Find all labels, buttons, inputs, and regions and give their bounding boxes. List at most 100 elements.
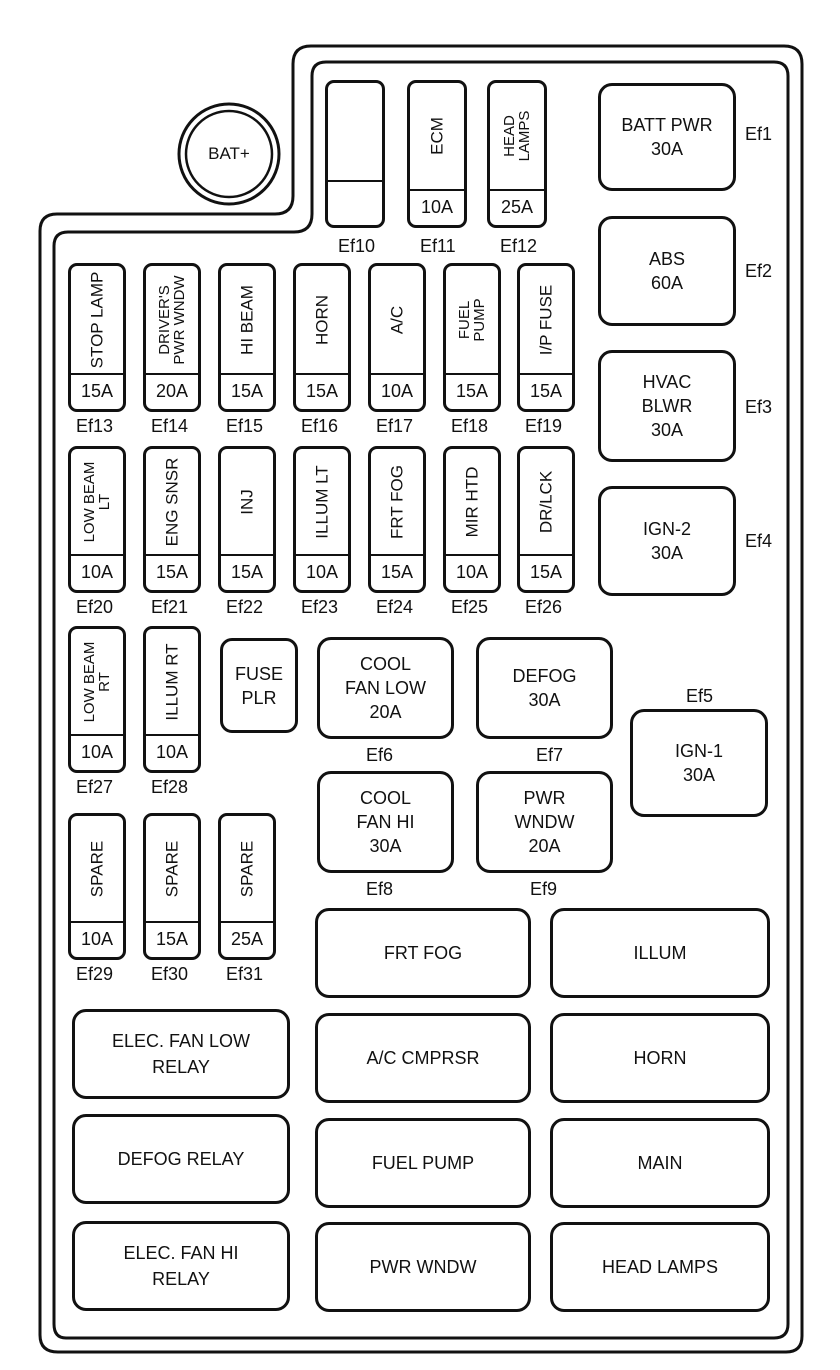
fuse-ef25[interactable]: MIR HTD 10A (443, 446, 501, 593)
fuse-name-line: I/P FUSE (536, 284, 556, 355)
fuse-amperage: 15A (146, 554, 198, 590)
fuse-amperage: 15A (146, 921, 198, 957)
fuse-id-label: Ef28 (151, 777, 189, 797)
relay-fuel-pump[interactable]: FUEL PUMP (315, 1118, 531, 1208)
fuse-amperage: 15A (520, 554, 572, 590)
fuse-name-line: ILLUM LT (312, 464, 332, 539)
fuse-ef19[interactable]: I/P FUSE 15A (517, 263, 575, 412)
fuse-amperage: 10A (446, 554, 498, 590)
fuse-name: MIR HTD (463, 466, 482, 537)
fuse-puller-line: PLR (241, 687, 277, 708)
fuse-name-line: SPARE (87, 840, 107, 897)
maxi-fuse-line: PWR (523, 788, 566, 808)
maxi-fuse-line: IGN-2 (642, 519, 691, 539)
fuse-id-label: Ef16 (301, 416, 339, 436)
fuse-id-label: Ef27 (76, 777, 114, 797)
fuse-name-area: ECM (410, 83, 464, 189)
maxi-fuse-ef4[interactable]: IGN-2 30A (598, 486, 736, 596)
maxi-fuse-text: BATT PWR 30A (621, 113, 712, 161)
maxi-fuse-ef1[interactable]: BATT PWR 30A (598, 83, 736, 191)
fuse-name-area: ENG SNSR (146, 449, 198, 554)
fuse-ef10[interactable] (325, 80, 385, 228)
relay-text: FUEL PUMP (372, 1150, 474, 1176)
maxi-fuse-line: 30A (682, 765, 715, 785)
relay-illum[interactable]: ILLUM (550, 908, 770, 998)
maxi-fuse-line: 30A (650, 543, 683, 563)
relay-main[interactable]: MAIN (550, 1118, 770, 1208)
fuse-name: SPARE (238, 840, 257, 896)
relay-line: ELEC. FAN LOW (111, 1031, 251, 1051)
relay-text: HEAD LAMPS (602, 1254, 718, 1280)
maxi-fuse-line: BATT PWR (621, 115, 713, 135)
relay-ac-cmprsr[interactable]: A/C CMPRSR (315, 1013, 531, 1103)
maxi-fuse-id-label: Ef1 (745, 124, 773, 144)
relay-pwr-wndw[interactable]: PWR WNDW (315, 1222, 531, 1312)
maxi-fuse-id-label: Ef3 (745, 397, 773, 417)
fuse-name-area: SPARE (146, 816, 198, 921)
maxi-fuse-line: 30A (528, 690, 561, 710)
relay-defog[interactable]: DEFOG RELAY (72, 1114, 290, 1204)
fuse-id-label: Ef11 (420, 236, 456, 256)
maxi-fuse-line: 20A (369, 702, 402, 722)
fuse-name-area: ILLUM RT (146, 629, 198, 734)
maxi-fuse-line: COOL (359, 654, 411, 674)
relay-frt-fog[interactable]: FRT FOG (315, 908, 531, 998)
fuse-name: I/P FUSE (536, 284, 556, 355)
relay-horn[interactable]: HORN (550, 1013, 770, 1103)
relay-head-lamps[interactable]: HEAD LAMPS (550, 1222, 770, 1312)
fuse-name-area (328, 83, 382, 180)
fuse-id-label: Ef17 (376, 416, 414, 436)
relay-line: HORN (633, 1048, 687, 1068)
battery-terminal (177, 102, 281, 206)
relay-text: MAIN (638, 1150, 683, 1176)
relay-line: FUEL PUMP (371, 1153, 475, 1173)
fuse-name-area: STOP LAMP (71, 266, 123, 373)
relay-line: DEFOG RELAY (117, 1149, 245, 1169)
fuse-id-label: Ef12 (500, 236, 538, 256)
fuse-id-label: Ef30 (151, 964, 189, 984)
fuse-amperage: 10A (71, 734, 123, 770)
fuse-name-area: DR/LCK (520, 449, 572, 554)
maxi-fuse-line: 30A (650, 139, 684, 159)
fuse-amperage: 15A (221, 554, 273, 590)
fuse-amperage: 15A (221, 373, 273, 409)
fuse-amperage: 15A (520, 373, 572, 409)
fuse-id-label: Ef22 (226, 597, 264, 617)
maxi-fuse-id-label: Ef2 (745, 261, 773, 281)
fuse-name-line: STOP LAMP (87, 271, 107, 368)
